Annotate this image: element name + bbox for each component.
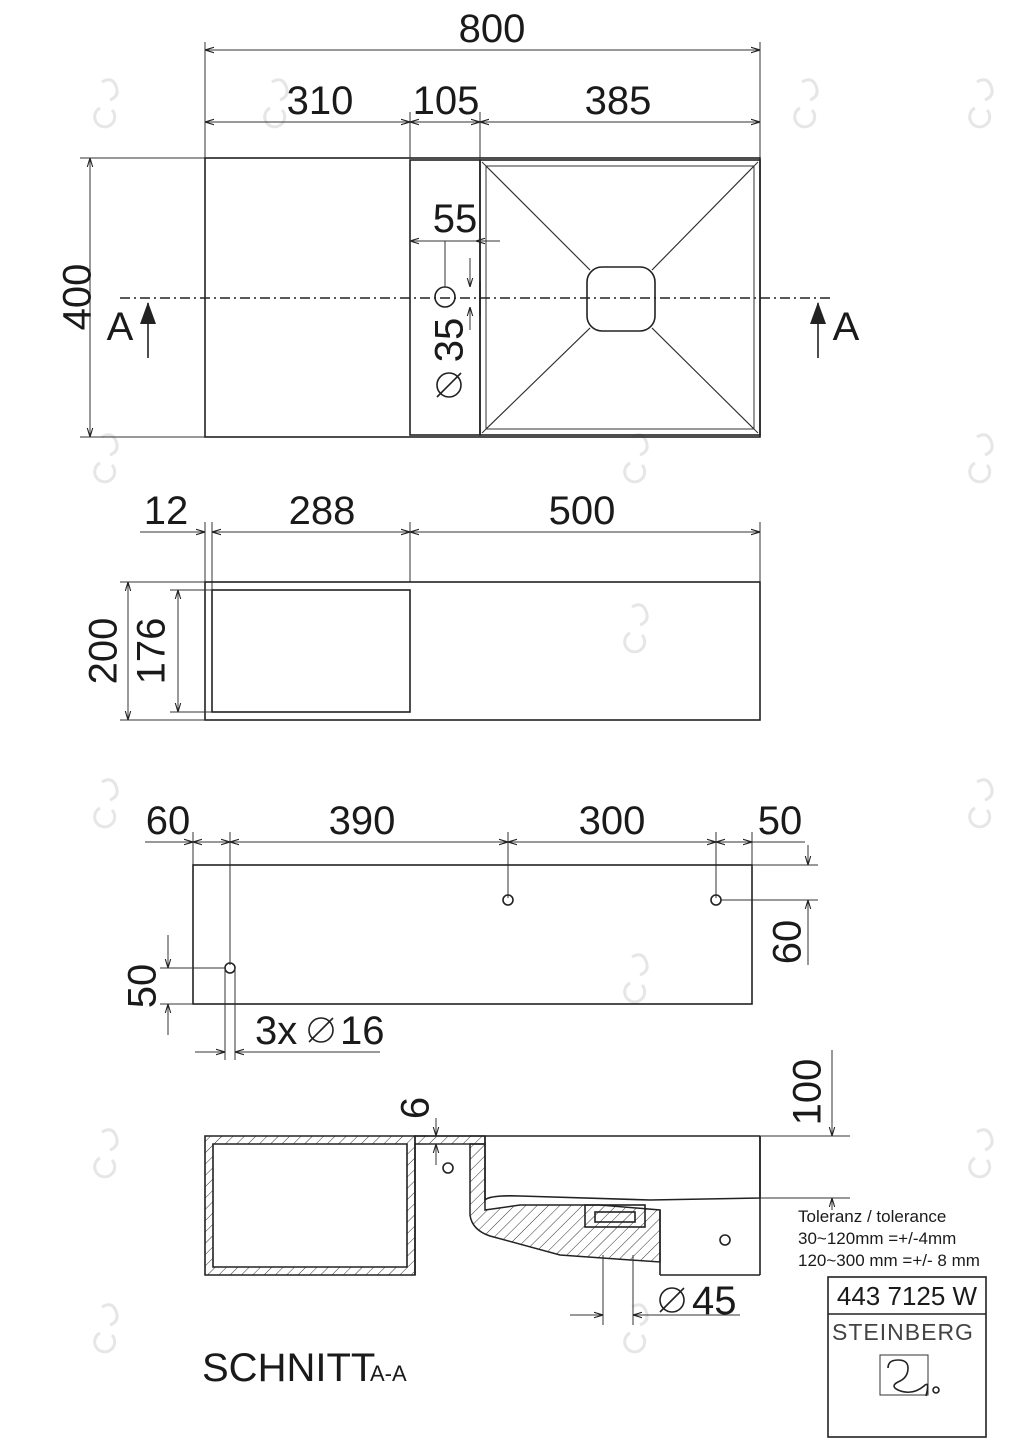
title-block: 443 7125 W STEINBERG (827, 1276, 987, 1438)
dim-hole-b: 300 (579, 799, 646, 843)
mounting-hole (502, 894, 514, 906)
back-panel-outline (192, 864, 753, 1005)
mounting-hole-view: 60 390 300 50 60 50 3x 16 (121, 799, 818, 1060)
top-view: 800 310 105 385 400 55 (56, 7, 860, 438)
hole-diameter: 16 (340, 1009, 385, 1053)
tap-hole-dim: 35 (428, 318, 472, 398)
brand-name: STEINBERG (832, 1319, 974, 1345)
section-view: 6 100 45 SCHNITT A-A (202, 1050, 850, 1390)
basin-floor-section (469, 1143, 661, 1263)
dim-seg-right: 385 (585, 79, 652, 123)
section-title: SCHNITT (202, 1346, 375, 1390)
tolerance-line-2: 120~300 mm =+/- 8 mm (798, 1251, 980, 1270)
tolerance-note: Toleranz / tolerance 30~120mm =+/-4mm 12… (798, 1207, 980, 1270)
svg-text:35: 35 (428, 318, 472, 363)
section-marker-left: A (107, 305, 134, 349)
watermark (93, 78, 994, 1354)
tolerance-heading: Toleranz / tolerance (798, 1207, 946, 1226)
dim-hole-left: 60 (146, 799, 191, 843)
hole-count: 3x (255, 1009, 297, 1053)
dim-depth: 100 (786, 1059, 830, 1126)
dim-seg-mid: 105 (413, 79, 480, 123)
front-cavity (211, 589, 411, 713)
tolerance-line-1: 30~120mm =+/-4mm (798, 1229, 956, 1248)
dim-cavity-height: 176 (130, 618, 174, 685)
dim-body-width: 500 (549, 489, 616, 533)
dim-wall-top: 6 (394, 1097, 438, 1119)
dim-drain: 45 (692, 1279, 737, 1323)
dim-hole-vert-left: 50 (121, 964, 165, 1009)
tap-hole (434, 286, 456, 308)
dim-wall: 12 (144, 489, 189, 533)
steinberg-logo-icon (879, 1354, 940, 1397)
dim-overall-width: 800 (459, 7, 526, 51)
drain-outline (586, 266, 656, 332)
dim-tap-offset: 55 (433, 197, 478, 241)
section-marker-right: A (833, 305, 860, 349)
dim-hole-a: 390 (329, 799, 396, 843)
article-number: 443 7125 W (837, 1281, 978, 1311)
dim-height-400: 400 (56, 264, 100, 331)
front-view: 12 288 500 200 176 (82, 489, 761, 721)
front-outline (204, 581, 761, 721)
dim-hole-vert-right: 60 (766, 920, 810, 965)
dim-hole-right: 50 (758, 799, 803, 843)
dim-cavity-width: 288 (289, 489, 356, 533)
dim-seg-left: 310 (287, 79, 354, 123)
section-subtitle: A-A (370, 1361, 407, 1386)
dim-total-height: 200 (82, 618, 126, 685)
